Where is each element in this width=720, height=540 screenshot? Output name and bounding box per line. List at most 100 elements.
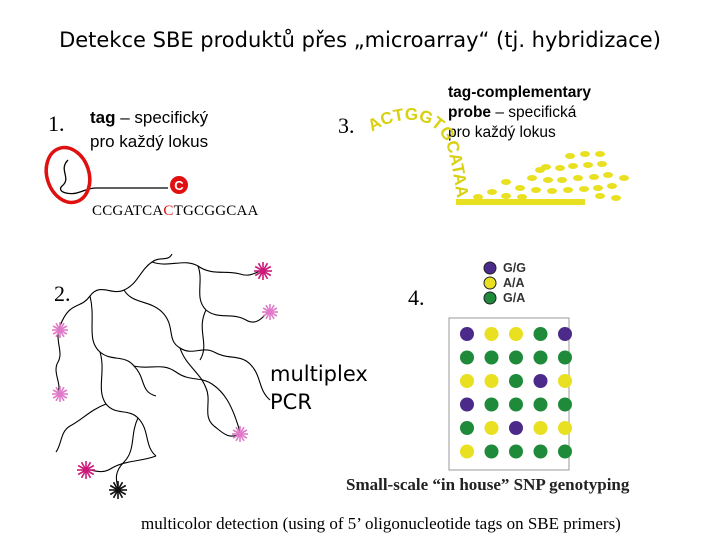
probe-dot [573,175,583,181]
probe-label-line2: probe – specifická [448,103,591,123]
array-spot [460,327,474,341]
probe-dot [568,163,578,169]
array-spot [460,397,474,412]
array-spot [533,397,548,412]
legend-swatch [483,276,497,290]
genotype-legend: G/GA/AG/A [483,261,526,305]
fluorophore-icon [254,262,272,280]
multiplex-line1: multiplex [270,362,368,386]
probe-dot [595,193,605,199]
probe-dot [501,193,511,199]
probe-dot [619,175,629,181]
array-spot [558,397,572,412]
probe-dot [583,162,593,168]
array-spot [484,397,499,412]
multiplex-pcr-label: multiplex PCR [270,360,410,416]
array-spot [484,327,499,341]
array-spot [509,421,523,435]
probe-dot [501,179,511,185]
array-spot [509,350,523,365]
probe-dot [563,187,573,193]
panel-2-number: 2. [54,281,71,306]
array-spot [533,444,548,459]
pcr-strand [55,403,107,453]
array-spot [533,350,548,365]
sequence-snp: C [163,203,174,219]
array-spot [558,327,572,341]
nucleotide-letter: C [174,178,184,193]
probe-dot [515,185,525,191]
probe-word: probe [448,104,492,121]
pcr-strand [133,365,241,433]
labeled-nucleotide [170,176,188,194]
probe-dot [611,195,621,201]
probe-dot [487,189,497,195]
fluorophore-icon [52,386,68,402]
array-spot [509,374,523,388]
probe-dot [557,177,567,183]
array-spot [460,421,474,435]
array-spot [460,374,474,388]
array-spot [533,421,548,435]
pcr-strand [55,325,61,393]
pcr-strand [151,261,265,276]
array-spot [484,374,499,388]
fluorophore-icon [52,322,68,338]
probe-dot [589,174,599,180]
tag-desc: – specifický [115,108,209,127]
pcr-strand [99,351,157,457]
legend-label: A/A [503,276,525,290]
probe-dot [595,151,605,157]
array-spot [509,444,523,459]
probe-dot [473,194,483,200]
probe-desc: – specifická [491,104,577,121]
array-spot [484,421,499,435]
probe-sequence-path: ACTGGTGCATAA [365,105,472,199]
pcr-strand [213,351,271,401]
primer-sequence: CCGATCACTGCGGCAA [92,203,259,220]
probe-dot [597,161,607,167]
array-spot [558,374,572,388]
array-spot [484,444,499,459]
panel-4-number: 4. [408,285,425,310]
tag-highlight-ellipse [44,145,92,205]
array-spot [558,444,572,459]
pcr-strand [89,295,157,397]
panel-1-number: 1. [48,111,65,136]
array-spot [558,350,572,365]
primer-graphic: C [44,145,188,205]
pcr-strand [59,253,173,327]
array-spot [460,350,474,365]
probe-dot [580,151,590,157]
array-spot [558,421,572,435]
probe-graphic: ACTGGTGCATAA [365,105,629,205]
probe-dot [543,177,553,183]
sequence-right: TGCGGCAA [173,203,259,219]
fluorophore-icon [77,461,95,479]
probe-dot [547,188,557,194]
microarray-frame [448,317,570,471]
pcr-strand [197,265,269,323]
probe-dot [531,187,541,193]
probe-label-line3: pro každý lokus [448,124,556,141]
probe-label: tag-complementary probe – specifická pro… [448,83,591,143]
probe-dot [517,194,527,200]
tag-word: tag [90,108,116,127]
legend-swatch [483,291,497,305]
multiplex-line2: PCR [270,390,312,414]
probe-dot [555,165,565,171]
probe-dot [535,167,545,173]
array-spot [484,350,499,365]
pcr-strand [179,347,241,437]
probe-dot [603,172,613,178]
legend-label: G/A [503,291,525,305]
pcr-strand [199,309,207,361]
array-spot [509,327,523,341]
footer-caption: multicolor detection (using of 5’ oligon… [141,514,621,533]
page-title: Detekce SBE produktů přes „microarray“ (… [59,28,661,52]
fluorophore-icon [109,481,127,499]
pcr-products [52,253,278,499]
fluorophore-icon [232,426,248,442]
probe-dot [607,183,617,189]
